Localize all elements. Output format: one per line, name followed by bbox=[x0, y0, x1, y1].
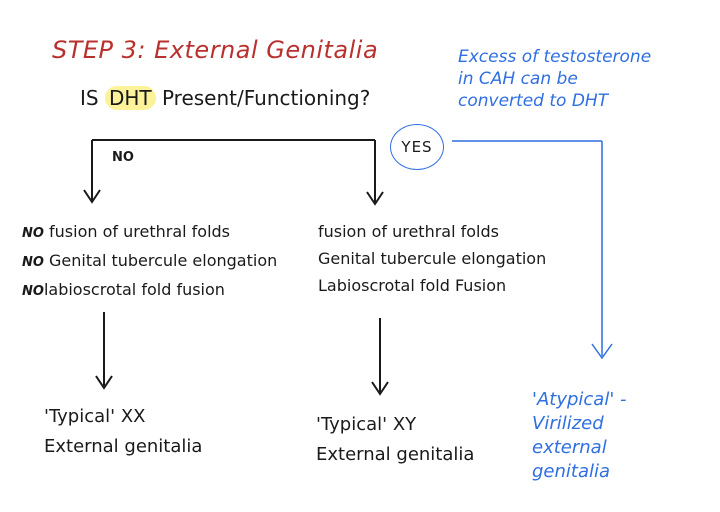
negation-mark: NO bbox=[22, 255, 44, 270]
atypical-virilized-outcome: 'Atypical' - Virilized external genitali… bbox=[532, 388, 627, 484]
right-effects-list: fusion of urethral folds Genital tubercu… bbox=[318, 218, 546, 299]
outcome-line: 'Typical' XX bbox=[44, 406, 146, 427]
typical-xy-outcome: 'Typical' XY External genitalia bbox=[316, 410, 474, 470]
dht-highlight: DHT bbox=[104, 86, 156, 110]
typical-xx-outcome: 'Typical' XX External genitalia bbox=[44, 402, 202, 462]
left-effect-item: NO Genital tubercule elongation bbox=[22, 251, 278, 270]
outcome-line: External genitalia bbox=[316, 444, 475, 465]
yes-branch-label: YES bbox=[390, 124, 444, 170]
no-branch-label: NO bbox=[112, 150, 134, 165]
cah-note-line: converted to DHT bbox=[458, 91, 609, 111]
negation-mark: NO bbox=[22, 284, 44, 299]
question-prefix: IS bbox=[80, 86, 105, 110]
cah-note: Excess of testosterone in CAH can be con… bbox=[458, 46, 651, 112]
yes-arrow-head bbox=[366, 191, 384, 206]
question-text: IS DHT Present/Functioning? bbox=[80, 86, 370, 110]
left-effect-item: NOlabioscrotal fold fusion bbox=[22, 280, 225, 299]
question-suffix: Present/Functioning? bbox=[155, 86, 371, 110]
outcome-line: External genitalia bbox=[44, 436, 203, 457]
right-effect-item: fusion of urethral folds bbox=[318, 222, 499, 241]
outcome-line: Virilized bbox=[532, 413, 604, 434]
outcome-line: 'Atypical' - bbox=[532, 389, 627, 410]
blue-arrow-head bbox=[591, 343, 613, 360]
left-effects-list: NO fusion of urethral folds NO Genital t… bbox=[22, 218, 277, 305]
no-arrow-head bbox=[83, 189, 101, 204]
right-effect-item: Genital tubercule elongation bbox=[318, 249, 547, 268]
cah-note-line: Excess of testosterone bbox=[458, 47, 652, 67]
left-result-arrow-head bbox=[95, 375, 113, 390]
outcome-line: external bbox=[532, 437, 607, 458]
cah-note-line: in CAH can be bbox=[458, 69, 578, 89]
outcome-line: 'Typical' XY bbox=[316, 414, 417, 435]
right-effect-item: Labioscrotal fold Fusion bbox=[318, 276, 507, 295]
left-effect-item: NO fusion of urethral folds bbox=[22, 222, 231, 241]
negation-mark: NO bbox=[22, 226, 44, 241]
page-title: STEP 3: External Genitalia bbox=[52, 36, 379, 64]
outcome-line: genitalia bbox=[532, 461, 611, 482]
right-result-arrow-head bbox=[371, 381, 389, 396]
